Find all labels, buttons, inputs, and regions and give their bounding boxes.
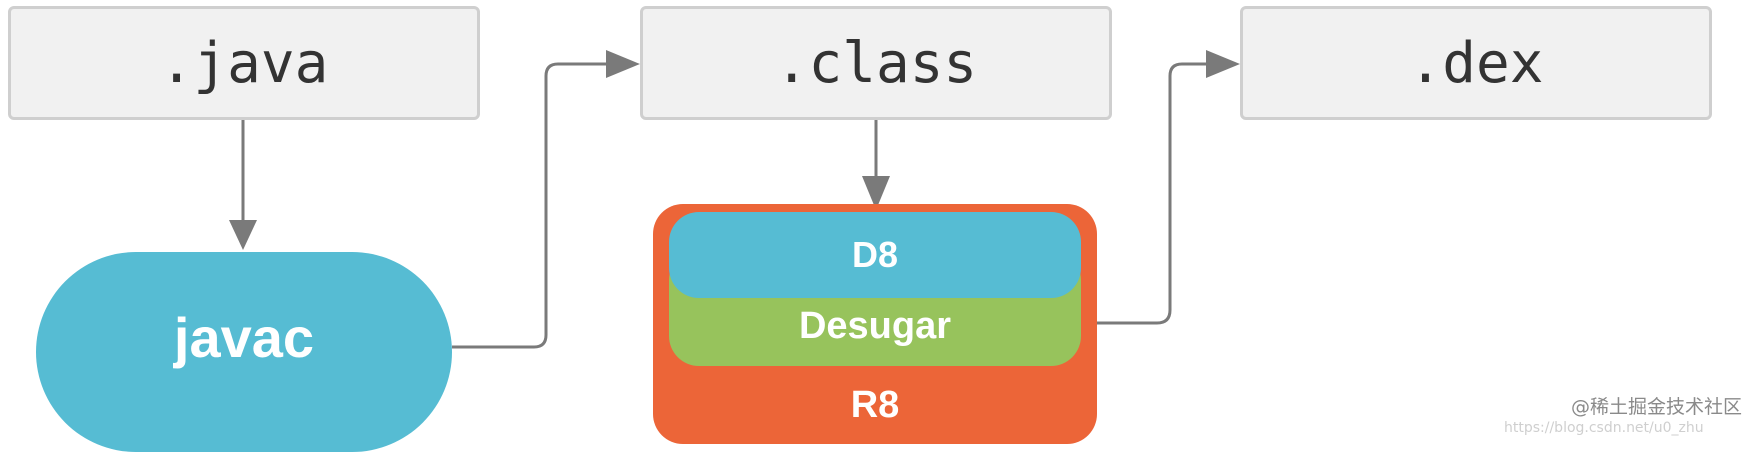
dex-file-label: .dex [1408,30,1544,96]
java-file-label: .java [159,30,329,96]
java-file-box: .java [8,6,480,120]
arrowhead-java-to-javac [229,220,257,250]
arrowhead-r8-to-dex [1206,50,1240,78]
class-file-label: .class [774,30,978,96]
arrow-javac-to-class [452,62,610,349]
arrowhead-javac-to-class [606,50,640,78]
javac-label: javac [173,305,315,369]
d8-label: D8 [851,234,899,275]
javac-node: javac [36,252,452,452]
class-file-box: .class [640,6,1112,120]
r8-label-wrap: R8 [653,380,1097,430]
dex-file-box: .dex [1240,6,1712,120]
connector-arrows [229,50,1240,349]
arrowhead-class-to-r8 [862,176,890,210]
watermark: @稀土掘金技术社区 [1570,396,1742,418]
d8-node: D8 [669,212,1081,298]
desugar-label: Desugar [798,305,952,347]
watermark-url: https://blog.csdn.net/u0_zhu [1504,420,1704,436]
arrow-r8-to-dex [1097,62,1210,325]
r8-label: R8 [850,383,900,426]
